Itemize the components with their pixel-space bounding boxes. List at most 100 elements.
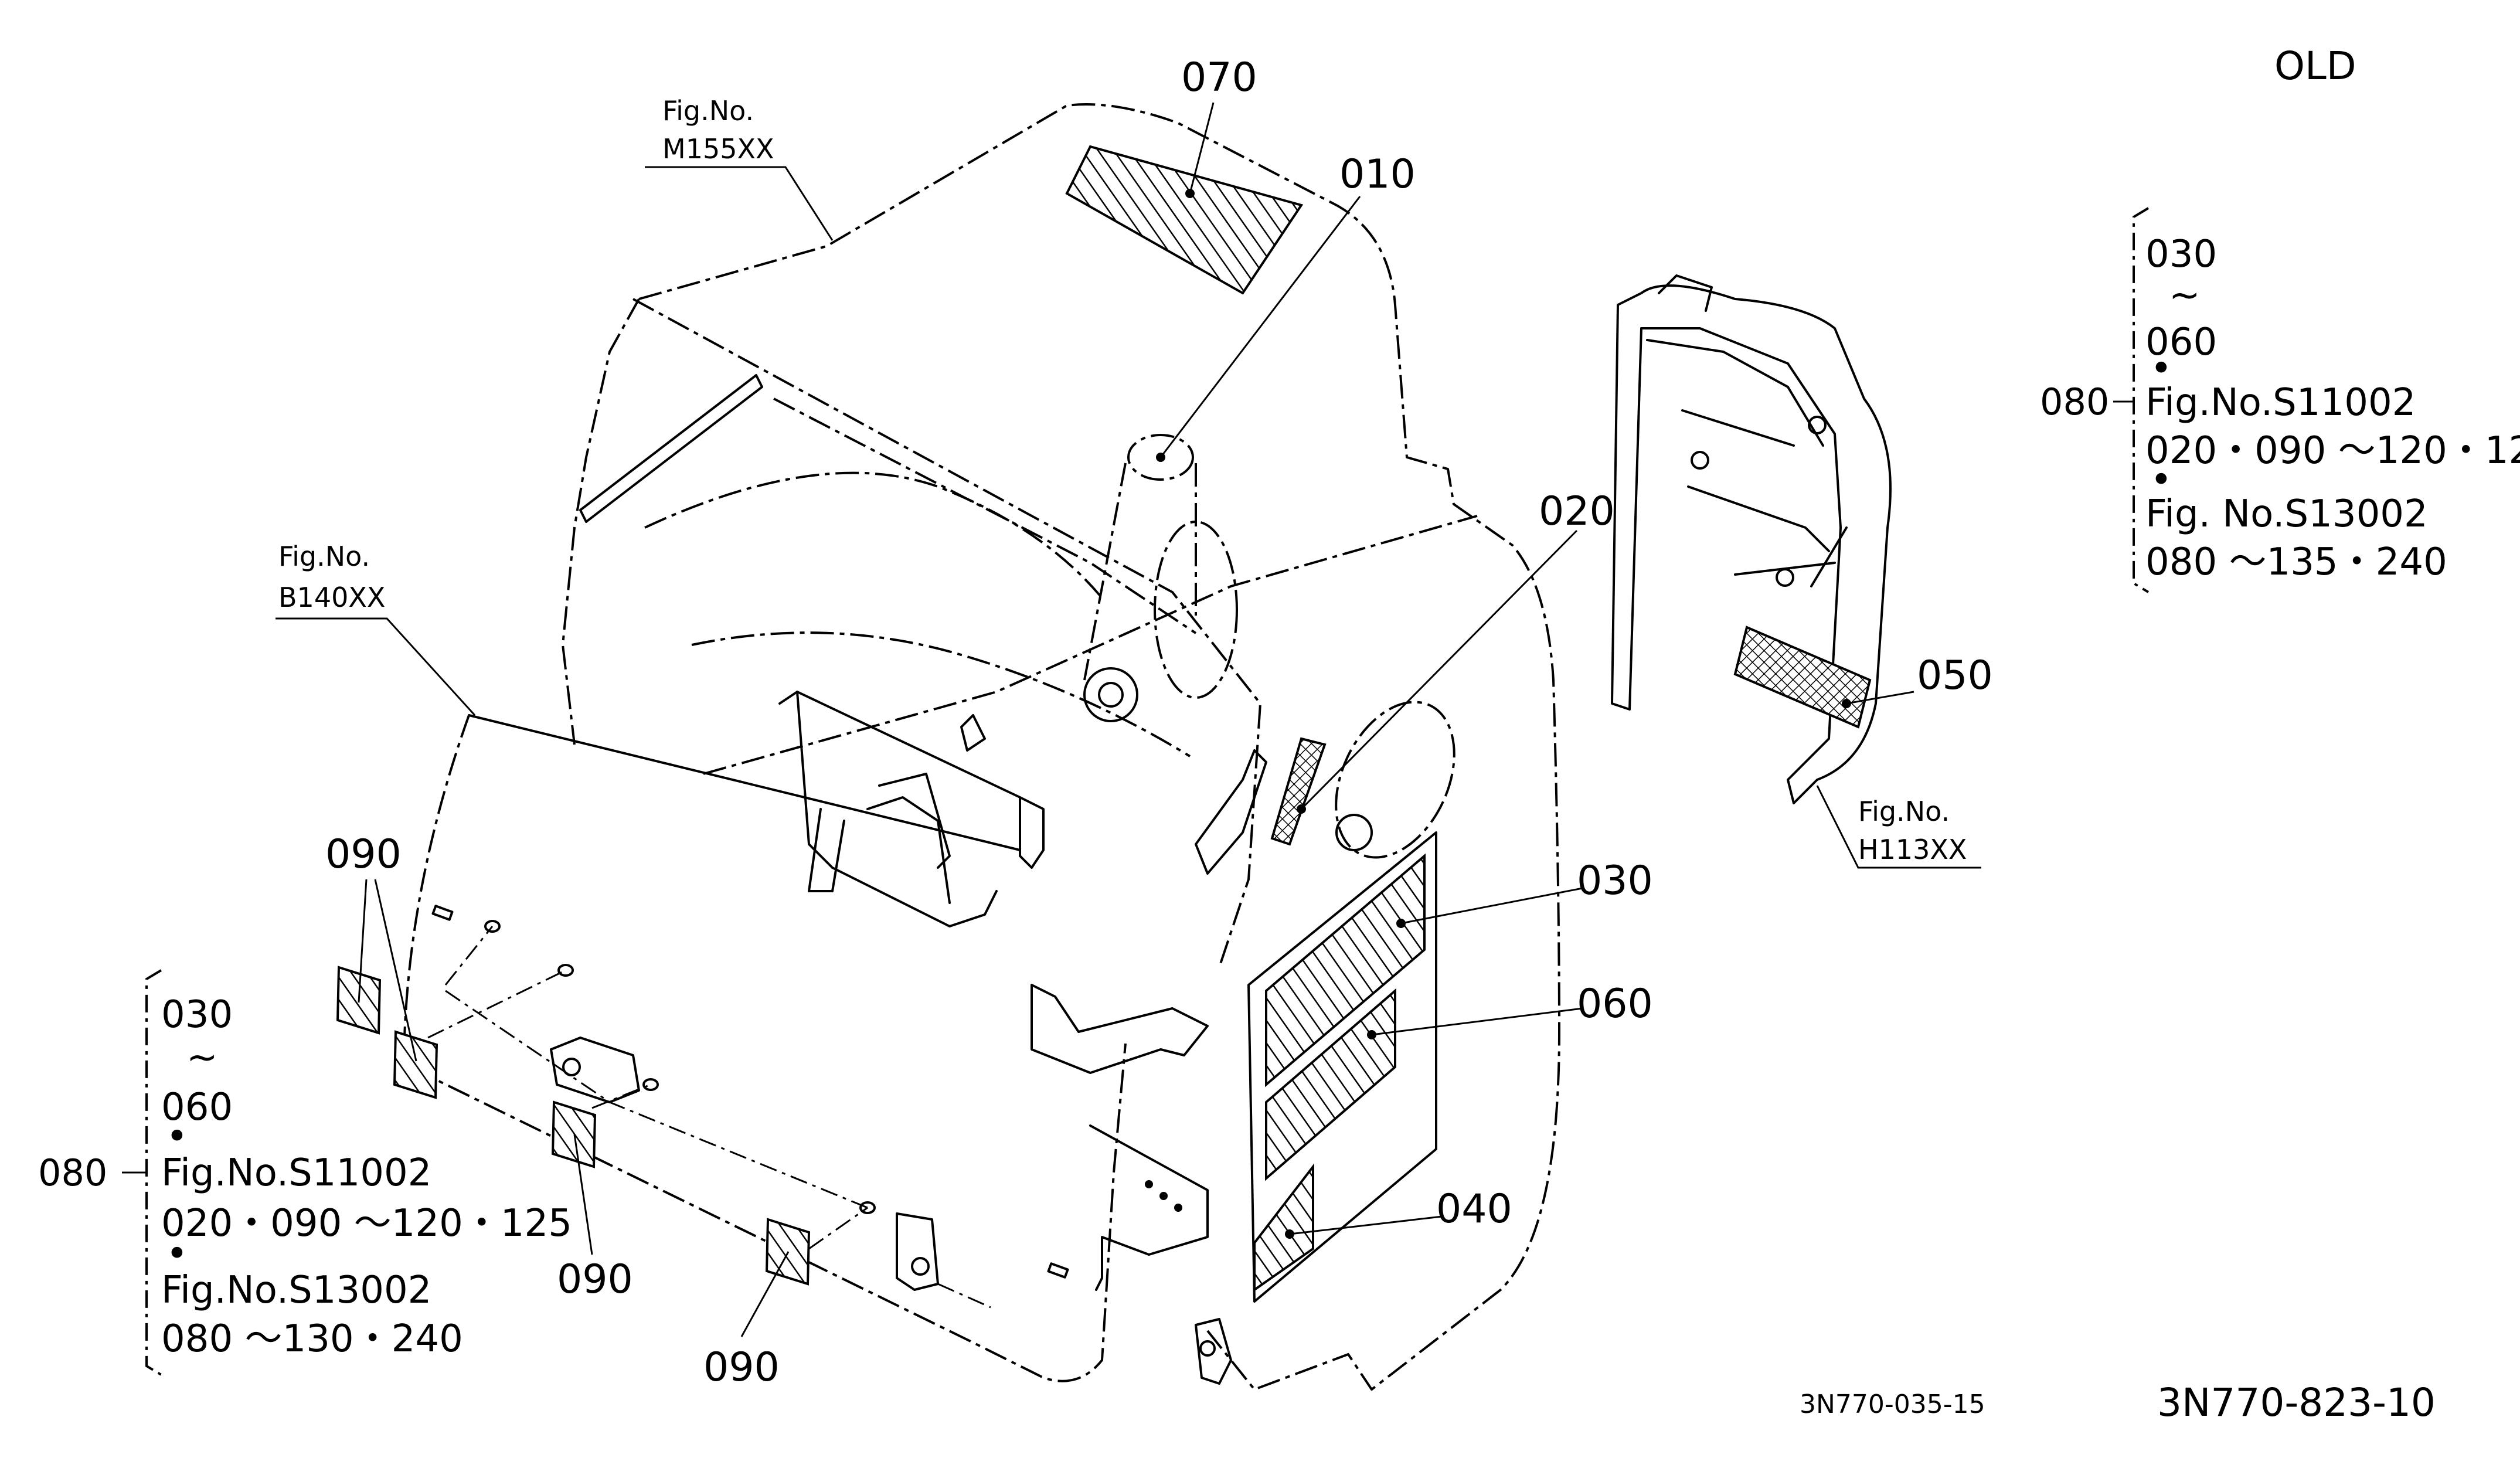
hood-front-slope	[703, 515, 1478, 775]
hood-top-outline	[638, 103, 1560, 1391]
note-right-line: Fig.No.S11002	[2145, 381, 2416, 424]
decal-050	[1733, 626, 1872, 729]
note-left-bracket	[145, 969, 162, 1376]
callout-010: 010	[1339, 151, 1416, 198]
cover-hole	[1776, 568, 1794, 587]
note-right-line: •	[2150, 458, 2172, 502]
hood-front-ridge	[562, 298, 640, 745]
leader-dot	[1297, 804, 1306, 814]
light-lens-inner	[1098, 682, 1124, 708]
note-right-side-label: 080	[2040, 380, 2109, 423]
fig-ref-m155-line2: M155XX	[662, 133, 774, 165]
decal-070	[1065, 145, 1304, 295]
leader-fig-m155	[645, 166, 834, 241]
clip-hole	[911, 1257, 930, 1276]
leader-090-a1	[358, 879, 368, 1003]
light-housing-top	[1127, 434, 1194, 481]
frame-bracket	[778, 691, 1045, 892]
decal-090-b	[393, 1030, 438, 1099]
panel-hole	[642, 1078, 659, 1091]
note-left-line: •	[166, 1115, 188, 1158]
explode-line	[444, 926, 494, 986]
light-lens	[1083, 667, 1138, 722]
note-right-line: ~	[2169, 274, 2201, 317]
note-left-line: 060	[161, 1086, 233, 1129]
decal-040	[1253, 1163, 1314, 1292]
front-panel-top-edge	[468, 714, 1021, 851]
clip-bracket-1	[550, 1037, 640, 1103]
clip-hole	[562, 1058, 581, 1076]
frame-arm	[796, 691, 998, 927]
light-housing-body	[1083, 463, 1197, 681]
leader-dot	[1842, 699, 1851, 708]
leader-dot	[1156, 453, 1165, 462]
leader-lines	[276, 102, 1981, 1337]
callout-090-c: 090	[703, 1344, 780, 1391]
leader-dot	[1185, 189, 1195, 198]
decal-020	[1270, 737, 1327, 846]
leader-040	[1289, 1215, 1443, 1235]
note-left-line: Fig.No.S11002	[161, 1151, 431, 1195]
leader-020	[1300, 529, 1578, 810]
note-left-line: •	[166, 1232, 188, 1276]
callout-050: 050	[1917, 653, 1993, 699]
labels: OLD Fig.No. M155XX Fig.No. B140XX Fig.No…	[38, 43, 2520, 1425]
hood-inner-line	[773, 397, 1197, 634]
leader-010	[1159, 196, 1361, 458]
side-lamp-oval	[1335, 701, 1455, 859]
explode-line	[445, 990, 868, 1209]
leader-060	[1371, 1007, 1583, 1036]
cover-hole	[1808, 416, 1827, 434]
callout-040: 040	[1436, 1186, 1512, 1232]
bolt-hole	[1145, 1180, 1153, 1188]
panel-hole	[484, 920, 501, 933]
side-cover	[1611, 274, 1892, 804]
decal-030	[1265, 853, 1426, 1088]
fig-ref-b140-line1: Fig.No.	[278, 541, 370, 572]
callout-090-a: 090	[325, 831, 402, 878]
front-panel	[336, 691, 1209, 1382]
panel-slot	[1047, 1262, 1069, 1279]
leader-dot	[1367, 1030, 1376, 1039]
explode-line	[808, 1207, 868, 1250]
bolt-hole	[1159, 1192, 1168, 1200]
front-panel-outline	[403, 715, 1127, 1382]
note-right-line: 080 ～135・240	[2145, 541, 2447, 584]
note-left-line: 020・090 ～120・125	[161, 1202, 572, 1245]
leader-090-a2	[374, 879, 417, 1062]
note-right-line: 060	[2145, 321, 2217, 364]
bolt-hole	[1174, 1204, 1182, 1212]
hood-inner-curve	[644, 471, 1103, 599]
panel-hole	[859, 1201, 876, 1214]
side-lamp	[1335, 814, 1373, 851]
explode-line	[427, 969, 566, 1039]
note-left-line: Fig.No.S13002	[161, 1269, 431, 1312]
page-code: 3N770-823-10	[2157, 1380, 2436, 1425]
callout-070: 070	[1181, 55, 1257, 101]
note-right-line: 020・090 ～120・125	[2145, 429, 2520, 473]
side-cover-tab	[1658, 274, 1713, 312]
leader-070	[1189, 102, 1215, 194]
leader-fig-b140	[276, 617, 476, 716]
side-latch	[1195, 749, 1267, 875]
hood-assembly	[562, 103, 1560, 1391]
side-panel-edge	[1247, 831, 1437, 1303]
decal-090-c	[551, 1100, 597, 1168]
side-cover-inner	[1646, 339, 1848, 587]
leader-050	[1846, 691, 1914, 705]
leader-dot	[1396, 919, 1406, 928]
base-plate	[1089, 1124, 1209, 1291]
note-right-line: Fig. No.S13002	[2145, 492, 2428, 536]
fig-ref-b140-line2: B140XX	[278, 582, 385, 613]
note-right-line: •	[2150, 347, 2172, 390]
drawing-code: 3N770-035-15	[1800, 1389, 1985, 1419]
leader-fig-h113	[1816, 785, 1981, 869]
old-label: OLD	[2274, 43, 2356, 89]
clip-bracket-2	[896, 1212, 939, 1291]
note-right-bracket	[2133, 207, 2150, 593]
leader-dot	[1285, 1229, 1294, 1239]
lower-bracket	[1031, 984, 1209, 1074]
callout-060: 060	[1577, 981, 1653, 1027]
panel-slot	[431, 905, 454, 921]
